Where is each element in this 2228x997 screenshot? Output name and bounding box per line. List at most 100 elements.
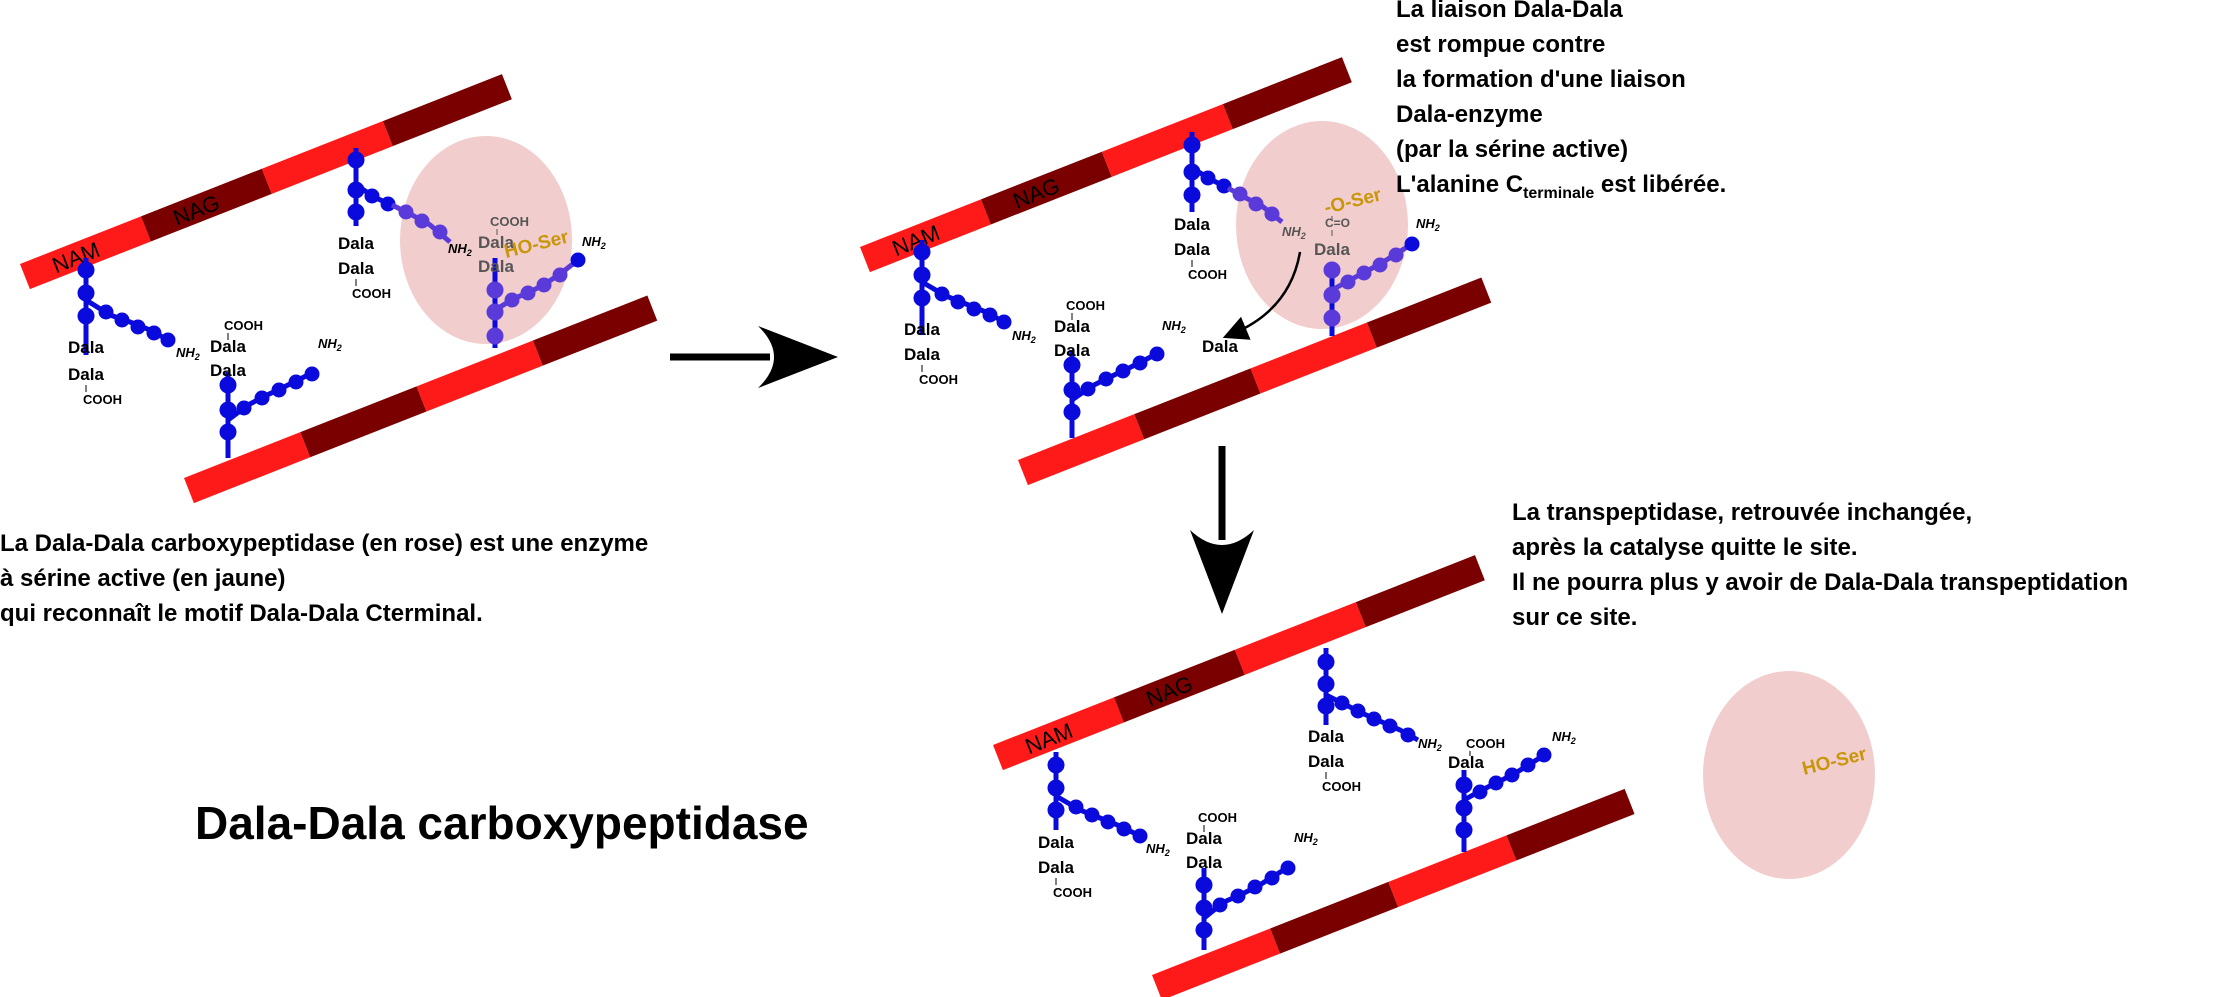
- peptide-chain: [77, 258, 176, 355]
- dala-pair-labels: Dala Dala COOH NH2: [1038, 833, 1170, 900]
- panel-2-acyl-enzyme: NAM NAG Dala Dala COOH NH2: [860, 57, 1492, 486]
- glycan-strand-bottom: [1152, 788, 1635, 997]
- svg-text:Dala: Dala: [904, 320, 940, 339]
- nag-label: NAG: [1010, 173, 1064, 214]
- svg-text:Dala: Dala: [478, 233, 514, 252]
- glycan-strand-top: NAM NAG: [993, 555, 1485, 771]
- peptide-chain: [1195, 860, 1296, 950]
- acyl-enzyme-labels: C=O Dala NH2: [1314, 216, 1440, 259]
- svg-text:Dala: Dala: [904, 345, 940, 364]
- dala-pair-labels: COOH Dala Dala NH2: [478, 214, 606, 276]
- svg-text:COOH: COOH: [490, 214, 529, 229]
- svg-text:COOH: COOH: [224, 318, 263, 333]
- svg-text:Dala: Dala: [210, 337, 246, 356]
- svg-text:Dala: Dala: [1038, 858, 1074, 877]
- released-dala-label: Dala: [1202, 337, 1238, 356]
- peptide-chain: [1317, 648, 1420, 743]
- arrow-right: [670, 326, 838, 388]
- svg-text:NH2: NH2: [582, 234, 606, 251]
- svg-text:COOH: COOH: [1188, 267, 1227, 282]
- svg-text:COOH: COOH: [1066, 298, 1105, 313]
- svg-text:COOH: COOH: [352, 286, 391, 301]
- dala-pair-labels: COOH Dala NH2: [1448, 729, 1576, 772]
- svg-text:NH2: NH2: [1282, 224, 1306, 241]
- svg-text:Dala: Dala: [1308, 727, 1344, 746]
- peptide-chain: [1183, 132, 1284, 224]
- caption-line: qui reconnaît le motif Dala-Dala Ctermin…: [0, 600, 483, 627]
- dala-pair-labels: Dala Dala COOH NH2: [904, 320, 1036, 387]
- dala-pair-labels: Dala Dala COOH NH2: [338, 234, 472, 301]
- caption-line: L'alanine Cterminale est libérée.: [1396, 171, 1727, 202]
- caption-line: Dala-enzyme: [1396, 101, 1543, 128]
- svg-text:Dala: Dala: [338, 234, 374, 253]
- arrow-down: [1190, 446, 1254, 614]
- nag-label: NAG: [170, 190, 224, 231]
- svg-text:NH2: NH2: [1416, 216, 1440, 233]
- peptide-chain: [1455, 747, 1552, 852]
- dala-pair-labels: COOH Dala Dala NH2: [210, 318, 342, 380]
- nam-label: NAM: [1022, 718, 1077, 759]
- svg-text:Dala: Dala: [1308, 752, 1344, 771]
- dala-pair-labels: COOH Dala Dala NH2: [1054, 298, 1186, 360]
- panel-1-initial-state: NAM NAG Dala Dala COOH NH2: [20, 74, 658, 504]
- caption-line: Il ne pourra plus y avoir de Dala-Dala t…: [1512, 569, 2129, 596]
- panel-2-caption: La liaison Dala-Dala est rompue contre l…: [1396, 0, 1726, 211]
- caption-line: sur ce site.: [1512, 604, 1638, 631]
- svg-text:Dala: Dala: [1186, 829, 1222, 848]
- svg-text:NH2: NH2: [1418, 736, 1442, 753]
- svg-text:COOH: COOH: [919, 372, 958, 387]
- glycan-strand-top: NAM NAG: [20, 74, 512, 290]
- caption-line: à sérine active (en jaune): [0, 565, 286, 592]
- dala-pair-labels: Dala Dala COOH NH2: [68, 338, 200, 407]
- svg-text:Dala: Dala: [1054, 317, 1090, 336]
- peptide-chain: [913, 240, 1012, 335]
- dala-pair-labels: Dala Dala COOH NH2: [1308, 727, 1442, 794]
- svg-text:Dala: Dala: [210, 361, 246, 380]
- peptide-chain: [486, 252, 586, 348]
- dala-pair-labels: COOH Dala Dala NH2: [1186, 810, 1318, 872]
- svg-text:COOH: COOH: [1322, 779, 1361, 794]
- svg-text:NH2: NH2: [318, 336, 342, 353]
- svg-text:Dala: Dala: [1314, 240, 1350, 259]
- caption-line: est rompue contre: [1396, 31, 1606, 58]
- svg-text:NH2: NH2: [1294, 830, 1318, 847]
- release-arrow: [1222, 251, 1302, 340]
- caption-line: La transpeptidase, retrouvée inchangée,: [1512, 499, 1973, 526]
- caption-line: La Dala-Dala carboxypeptidase (en rose) …: [0, 530, 649, 557]
- svg-text:Dala: Dala: [1186, 853, 1222, 872]
- svg-text:NH2: NH2: [1012, 328, 1036, 345]
- svg-text:NH2: NH2: [1162, 318, 1186, 335]
- svg-text:Dala: Dala: [68, 338, 104, 357]
- nam-label: NAM: [49, 237, 104, 278]
- svg-text:NH2: NH2: [1552, 729, 1576, 746]
- enzyme-carboxypeptidase: [1236, 121, 1408, 329]
- nag-label: NAG: [1143, 671, 1197, 712]
- peptide-chain: [347, 148, 452, 244]
- svg-text:Dala: Dala: [1448, 753, 1484, 772]
- svg-text:Dala: Dala: [1038, 833, 1074, 852]
- svg-text:NH2: NH2: [1146, 841, 1170, 858]
- dala-pair-labels: Dala Dala COOH NH2: [1174, 215, 1306, 282]
- caption-line: La liaison Dala-Dala: [1396, 0, 1623, 23]
- svg-text:NH2: NH2: [448, 241, 472, 258]
- peptide-chain: [1047, 752, 1148, 844]
- peptide-chain: [219, 366, 320, 458]
- svg-text:NH2: NH2: [176, 345, 200, 362]
- svg-text:C=O: C=O: [1325, 216, 1350, 230]
- svg-text:COOH: COOH: [1198, 810, 1237, 825]
- svg-text:COOH: COOH: [83, 392, 122, 407]
- svg-text:COOH: COOH: [1053, 885, 1092, 900]
- svg-text:Dala: Dala: [338, 259, 374, 278]
- caption-line: (par la sérine active): [1396, 136, 1629, 163]
- glycan-strand-bottom: [184, 295, 658, 504]
- diagram-title: Dala-Dala carboxypeptidase: [195, 797, 809, 849]
- svg-text:Dala: Dala: [68, 365, 104, 384]
- panel-3-caption: La transpeptidase, retrouvée inchangée, …: [1512, 495, 2128, 635]
- panel-1-caption: La Dala-Dala carboxypeptidase (en rose) …: [0, 526, 648, 631]
- peptide-chain: [1063, 346, 1165, 438]
- caption-line: après la catalyse quitte le site.: [1512, 534, 1858, 561]
- glycan-strand-bottom: [1018, 277, 1492, 486]
- svg-text:Dala: Dala: [1174, 240, 1210, 259]
- svg-text:Dala: Dala: [1174, 215, 1210, 234]
